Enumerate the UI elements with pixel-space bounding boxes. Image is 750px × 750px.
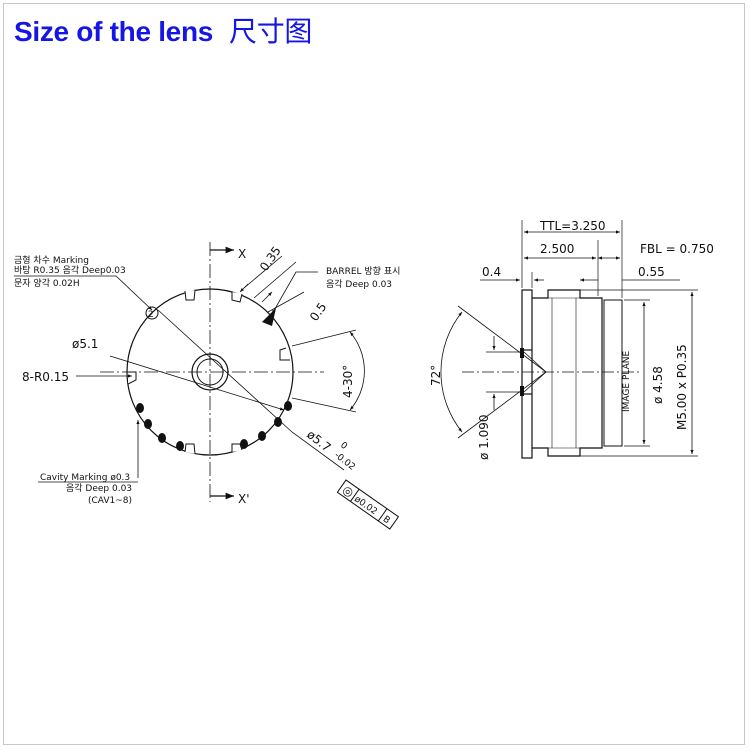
notch-bottom: [184, 443, 196, 455]
barrel-note-line2: 음각 Deep 0.03: [326, 278, 392, 290]
marking-note-line3: 문자 양각 0.02H: [14, 277, 80, 289]
cavity-marking-dots: [136, 401, 292, 451]
notch-top: [184, 289, 196, 301]
title-english: Size of the lens: [14, 16, 214, 47]
image-plane-label: IMAGE PLANE: [622, 351, 632, 412]
angle-72-label: 72°: [429, 365, 443, 386]
title-chinese: 尺寸图: [229, 15, 313, 48]
side-view-labels: TTL=3.250 2.500 FBL = 0.750 0.4 0.55 72°…: [429, 219, 714, 460]
notch-top-right: [231, 292, 243, 303]
r015-label: 8-R0.15: [22, 370, 69, 384]
dia-57-tol-lower: -0.02: [332, 450, 357, 472]
notch-left: [127, 371, 137, 385]
dim-05-label: 0.5: [307, 300, 329, 324]
thread-label: M5.00 x P0.35: [675, 344, 689, 430]
front-view: 2: [14, 242, 400, 530]
cavity-note-line2: 음각 Deep 0.03: [66, 482, 132, 494]
dim-035-label: 0.35: [257, 244, 284, 274]
ttl-label: TTL=3.250: [539, 219, 606, 233]
front-flange: [521, 289, 533, 459]
svg-text:2: 2: [148, 310, 154, 320]
notch-right: [279, 347, 290, 361]
side-view: [440, 220, 698, 459]
dia-458-label: ø 4.58: [651, 366, 665, 404]
d055-label: 0.55: [638, 265, 665, 279]
dia-57-label: ø5.7: [304, 427, 333, 454]
angle-30-label: 4-30°: [341, 365, 355, 398]
mold-marking-circle: [145, 306, 159, 320]
outer-body-circle: [126, 288, 294, 456]
image-frame: [3, 3, 745, 745]
aperture-outer-circle: [191, 353, 229, 391]
section-label-bottom: X': [238, 492, 250, 506]
marking-note-line1: 금형 차수 Marking: [14, 254, 89, 266]
barrel-note-line1: BARREL 방향 표시: [326, 265, 400, 277]
dia-1090-label: ø 1.090: [477, 414, 491, 460]
gdt-frame: [336, 479, 400, 530]
marking-note-line2: 바탕 R0.35 음각 Deep0.03: [14, 264, 126, 276]
d2500-label: 2.500: [540, 242, 574, 256]
dia-57-tol-upper: 0: [338, 440, 349, 452]
dia-51-label: ø5.1: [72, 337, 98, 351]
barrel-body: [532, 289, 603, 457]
fbl-label: FBL = 0.750: [640, 242, 714, 256]
d04-label: 0.4: [482, 265, 501, 279]
gdt-datum: B: [381, 514, 392, 526]
image-plane: [603, 299, 623, 447]
cavity-note-line3: (CAV1~8): [88, 496, 132, 506]
aperture-inner-circle: [196, 358, 224, 386]
section-label-top: X: [238, 247, 246, 261]
cavity-note-line1: Cavity Marking ø0.3: [40, 473, 130, 483]
page-title: Size of the lens 尺寸图: [14, 10, 312, 50]
